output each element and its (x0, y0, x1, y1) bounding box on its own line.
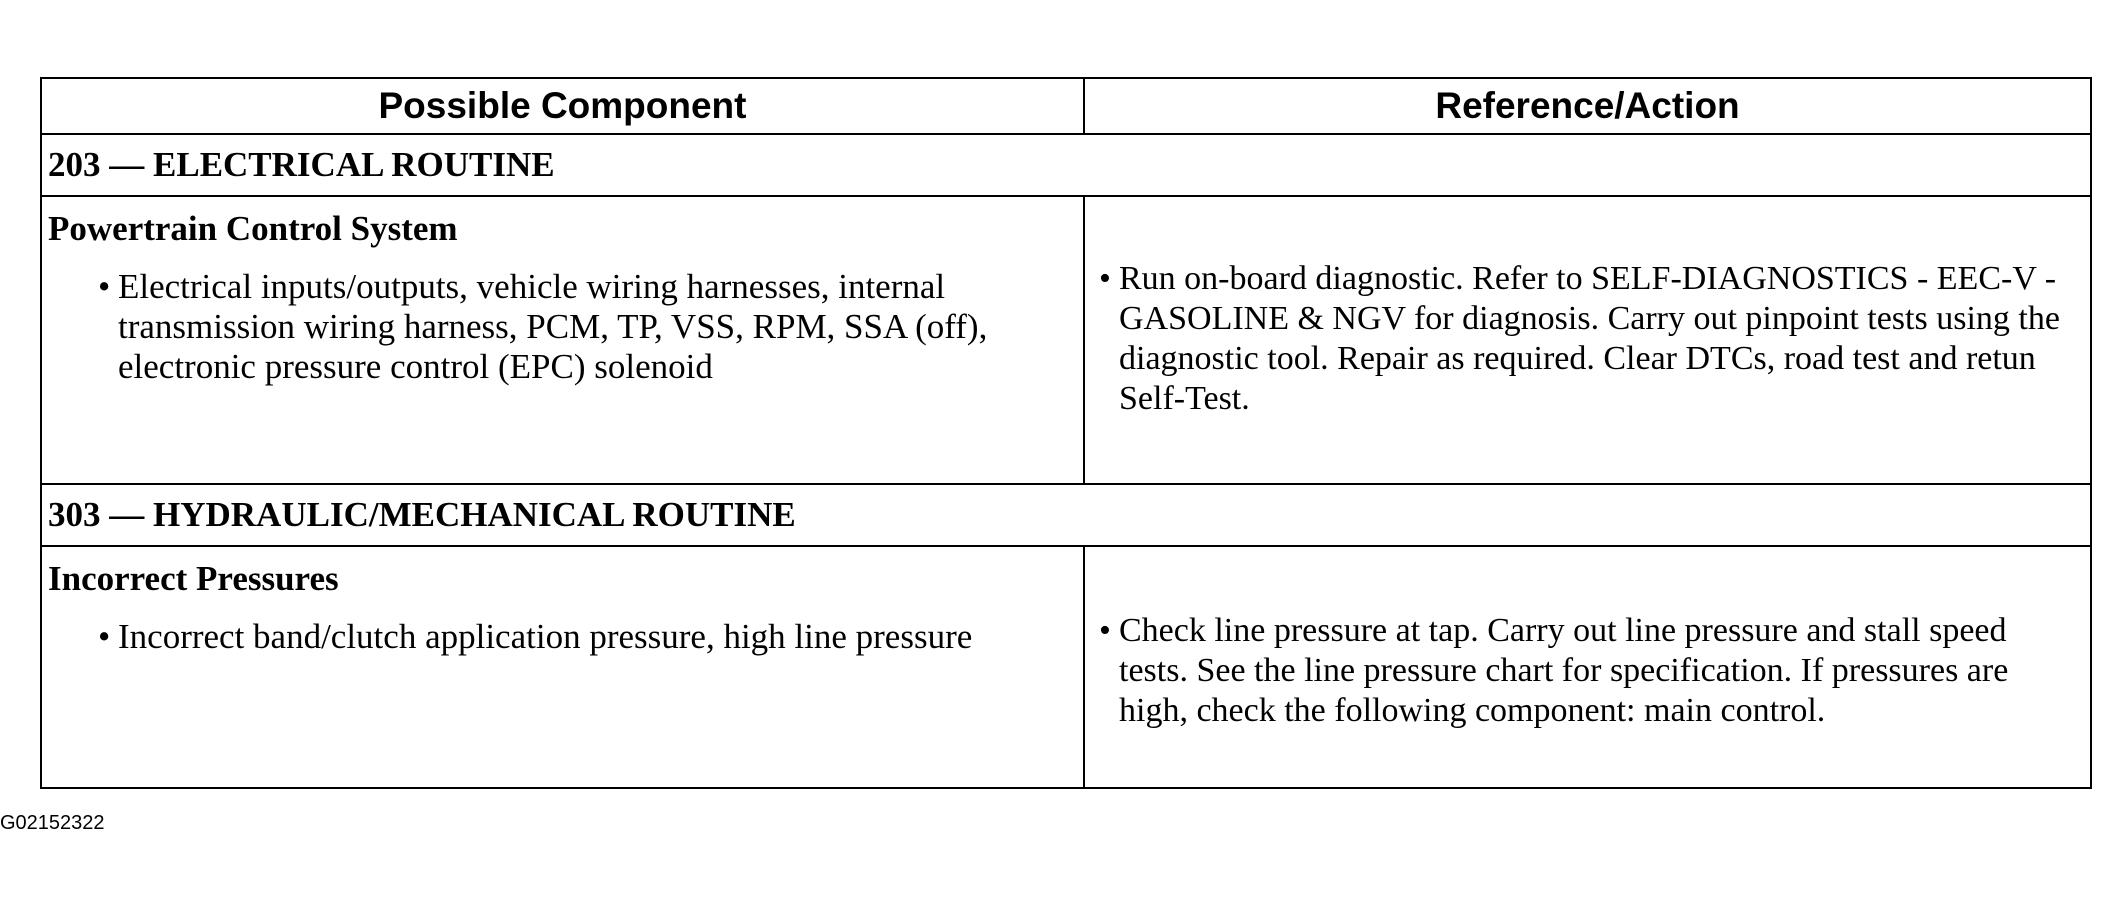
bullet-icon: • (1099, 612, 1111, 649)
action-item-text: Check line pressure at tap. Carry out li… (1119, 612, 2009, 729)
component-item: • Electrical inputs/outputs, vehicle wir… (42, 249, 1083, 387)
figure-id: G02152322 (0, 812, 105, 834)
section-title-electrical: 203 — ELECTRICAL ROUTINE (40, 133, 2092, 197)
section-row-hydraulic: 303 — HYDRAULIC/MECHANICAL ROUTINE (40, 483, 2092, 547)
component-item-text: Incorrect band/clutch application pressu… (118, 617, 973, 656)
component-cell: Incorrect Pressures • Incorrect band/clu… (40, 545, 1085, 789)
action-item-text: Run on-board diagnostic. Refer to SELF-D… (1119, 260, 2060, 417)
action-cell: • Check line pressure at tap. Carry out … (1083, 545, 2092, 789)
component-item: • Incorrect band/clutch application pres… (42, 599, 1083, 657)
header-possible-component: Possible Component (40, 77, 1085, 135)
action-cell: • Run on-board diagnostic. Refer to SELF… (1083, 195, 2092, 485)
component-title: Incorrect Pressures (48, 559, 339, 598)
header-reference-action: Reference/Action (1083, 77, 2092, 135)
bullet-icon: • (98, 267, 111, 306)
component-cell: Powertrain Control System • Electrical i… (40, 195, 1085, 485)
diagnostic-table: Possible Component Reference/Action 203 … (40, 77, 2092, 789)
action-item: • Run on-board diagnostic. Refer to SELF… (1085, 197, 2090, 419)
section-title-hydraulic: 303 — HYDRAULIC/MECHANICAL ROUTINE (40, 483, 2092, 547)
table-row: Incorrect Pressures • Incorrect band/clu… (40, 545, 2092, 789)
table-row: Powertrain Control System • Electrical i… (40, 195, 2092, 485)
bullet-icon: • (1099, 260, 1111, 297)
bullet-icon: • (98, 617, 111, 656)
section-row-electrical: 203 — ELECTRICAL ROUTINE (40, 133, 2092, 197)
component-item-text: Electrical inputs/outputs, vehicle wirin… (118, 267, 988, 386)
table-header-row: Possible Component Reference/Action (40, 77, 2092, 135)
action-item: • Check line pressure at tap. Carry out … (1085, 547, 2090, 731)
component-title: Powertrain Control System (48, 209, 458, 248)
